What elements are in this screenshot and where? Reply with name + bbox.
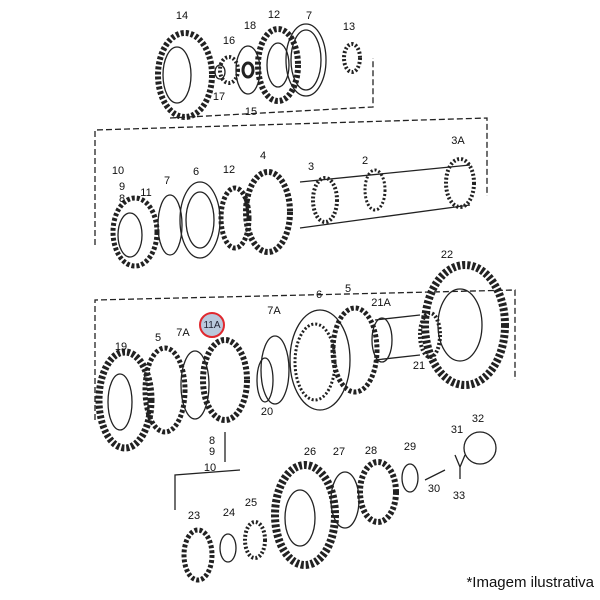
gear-16 <box>218 55 240 85</box>
bearing-3 <box>311 176 339 224</box>
gear-21 <box>418 311 442 359</box>
bearing-13 <box>342 42 362 74</box>
part-label: 5 <box>154 332 162 344</box>
gear-14 <box>155 30 215 120</box>
part-label: 27 <box>332 446 346 458</box>
part-label: 31 <box>450 424 464 436</box>
part-label: 28 <box>364 445 378 457</box>
part-label: 23 <box>187 510 201 522</box>
ring-7A <box>260 335 290 405</box>
part-label: 14 <box>175 10 189 22</box>
part-label: 7 <box>163 175 171 187</box>
part-label: 5 <box>344 283 352 295</box>
part-label: 9 <box>118 181 126 193</box>
gear-5 <box>330 305 380 395</box>
part-label: 16 <box>222 35 236 47</box>
part-label: 3 <box>307 161 315 173</box>
part-label: 29 <box>403 441 417 453</box>
part-label: 21 <box>412 360 426 372</box>
bearing-25 <box>243 520 267 560</box>
part-label: 26 <box>303 446 317 458</box>
part-label: 33 <box>452 490 466 502</box>
gear-22 <box>421 261 509 389</box>
gear-26 <box>271 461 339 569</box>
group-bracket-top <box>169 58 374 119</box>
group-bracket-lower <box>94 289 516 420</box>
part-label: 21A <box>371 297 391 309</box>
gear-12 <box>255 26 301 104</box>
part-label: 32 <box>471 413 485 425</box>
part-label: 12 <box>222 164 236 176</box>
part-label: 2 <box>361 155 369 167</box>
part-label: 24 <box>222 507 236 519</box>
hub-11A <box>200 337 250 423</box>
part-label: 9 <box>208 446 216 458</box>
ring-27 <box>330 471 360 529</box>
part-label: 3A <box>451 135 465 147</box>
gear-19 <box>95 348 155 452</box>
part-label: 20 <box>260 406 274 418</box>
gear-4 <box>243 169 293 255</box>
gear-23 <box>181 527 215 583</box>
part-label: 15 <box>244 106 258 118</box>
part-label: 6 <box>192 166 200 178</box>
sleeve-6b <box>289 309 351 411</box>
group-bracket-middle <box>94 117 488 245</box>
sleeve-6 <box>179 181 221 259</box>
sleeve-24 <box>219 533 237 563</box>
ring-20 <box>256 357 274 403</box>
ring-18 <box>235 45 261 95</box>
part-label: 7 <box>305 10 313 22</box>
part-label: 8 <box>118 193 126 205</box>
ring-7A-b <box>180 350 210 420</box>
plate-29 <box>401 463 419 493</box>
ring-21A <box>371 317 393 363</box>
part-label: 4 <box>259 150 267 162</box>
part-label: 30 <box>427 483 441 495</box>
part-label: 12 <box>267 9 281 21</box>
part-label: 11 <box>140 187 152 199</box>
part-label: 19 <box>114 341 128 353</box>
gear-12b <box>218 185 252 251</box>
part-label: 22 <box>440 249 454 261</box>
group-bracket-bottom <box>174 469 241 510</box>
part-label: 25 <box>244 497 258 509</box>
main-shaft-2 <box>299 164 471 229</box>
highlighted-part-label[interactable]: 11A <box>199 312 225 338</box>
part-label: 8 <box>208 435 216 447</box>
clip-32 <box>463 431 497 465</box>
part-label: 13 <box>342 21 356 33</box>
part-label: 17 <box>212 91 226 103</box>
gear-5b <box>142 345 188 435</box>
illustrative-caption: *Imagem ilustrativa <box>466 574 594 591</box>
ring-7b <box>157 194 183 256</box>
part-label: 18 <box>243 20 257 32</box>
gear-28 <box>357 459 399 525</box>
hub-11 <box>110 195 160 269</box>
part-label: 7A <box>267 305 281 317</box>
part-label: 10 <box>111 165 125 177</box>
part-label: 7A <box>176 327 190 339</box>
part-label: 10 <box>203 462 217 474</box>
ring-7 <box>285 23 327 97</box>
part-label: 6 <box>315 289 323 301</box>
